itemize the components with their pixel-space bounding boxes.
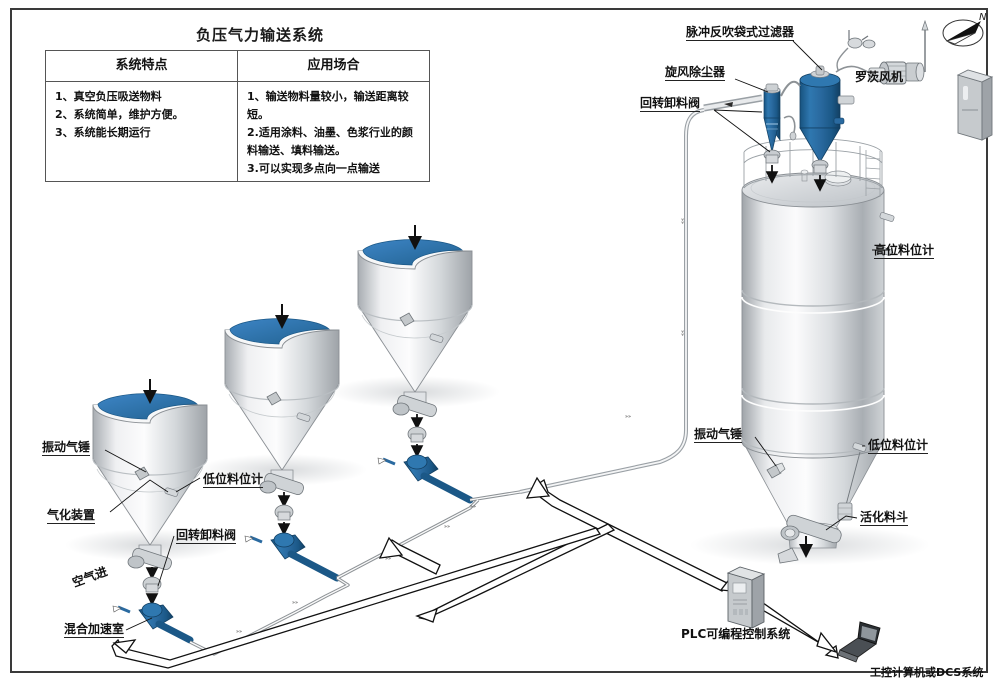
feed-hopper-3 <box>357 225 474 504</box>
hopper-2-valve-train <box>244 473 341 582</box>
label-plc-system: PLC可编程控制系统 <box>681 627 791 641</box>
spec-item: 1、输送物料量较小，输送距离较短。 <box>247 90 409 121</box>
main-silo <box>741 138 895 564</box>
spec-item: 3.可以实现多点向一点输送 <box>247 162 380 175</box>
spec-body-applications: 1、输送物料量较小，输送距离较短。 2.适用涂料、油墨、色浆行业的颜料输送、填料… <box>238 82 429 178</box>
svg-text:»»: »» <box>625 414 631 420</box>
pulse-jet-bag-filter <box>780 65 855 192</box>
spec-body-features: 1、真空负压吸送物料 2、系统简单，维护方便。 3、系统能长期运行 <box>46 82 237 142</box>
label-dcs-system: 工控计算机或DCS系统 <box>870 666 984 679</box>
rotary-valve-cyclone <box>763 149 781 184</box>
spec-item: 2.适用涂料、油墨、色浆行业的颜料输送、填料输送。 <box>247 126 413 157</box>
svg-text:»»: »» <box>470 504 476 510</box>
control-cabinet <box>956 69 994 141</box>
label-rotary-valve-hopper: 回转卸料阀 <box>176 528 237 544</box>
svg-text:»»: »» <box>679 330 685 336</box>
label-vibrating-hammer-hopper: 振动气锤 <box>42 440 91 456</box>
label-mixing-chamber: 混合加速室 <box>64 622 125 638</box>
label-high-level-gauge: 高位料位计 <box>874 243 935 259</box>
feed-hopper-1 <box>92 379 208 644</box>
label-low-level-gauge-silo: 低位料位计 <box>868 438 929 454</box>
svg-text:»»: »» <box>385 556 391 562</box>
label-cyclone-separator: 旋风除尘器 <box>665 65 726 81</box>
svg-text:»»: »» <box>444 524 450 530</box>
roots-blower <box>835 19 929 85</box>
label-low-level-gauge-hopper: 低位料位计 <box>203 472 264 488</box>
high-level-sensor <box>877 212 895 256</box>
spec-header-applications: 应用场合 <box>238 51 429 82</box>
page-title: 负压气力输送系统 <box>195 26 324 44</box>
laptop-dcs <box>837 621 881 663</box>
silo-discharge-valve <box>777 514 842 564</box>
label-roots-blower: 罗茨风机 <box>855 70 904 84</box>
svg-text:»»: »» <box>679 218 685 224</box>
hopper-3-valve-train <box>377 395 474 504</box>
silo-vibrating-hammer <box>766 462 786 479</box>
svg-text:»»: »» <box>236 629 242 635</box>
spec-table: 系统特点 1、真空负压吸送物料 2、系统简单，维护方便。 3、系统能长期运行 应… <box>45 50 430 182</box>
spec-item: 1、真空负压吸送物料 <box>55 90 162 103</box>
spec-header-features: 系统特点 <box>46 51 237 82</box>
spec-item: 3、系统能长期运行 <box>55 126 151 139</box>
plc-cabinet <box>726 566 766 629</box>
rotary-valve-filter <box>811 159 829 192</box>
spec-column-applications: 应用场合 1、输送物料量较小，输送距离较短。 2.适用涂料、油墨、色浆行业的颜料… <box>238 51 429 181</box>
svg-text:»»: »» <box>292 600 298 606</box>
label-fluidizing-device: 气化装置 <box>47 508 96 524</box>
control-signal-lines <box>111 478 839 669</box>
label-vibrating-hammer-silo: 振动气锤 <box>694 427 743 443</box>
spec-column-features: 系统特点 1、真空负压吸送物料 2、系统简单，维护方便。 3、系统能长期运行 <box>46 51 238 181</box>
spec-item: 2、系统简单，维护方便。 <box>55 108 184 121</box>
feed-hopper-2 <box>224 304 341 582</box>
label-activation-hopper: 活化料斗 <box>860 510 909 526</box>
vacuum-suction-pipe <box>519 108 705 494</box>
compass-rose-icon <box>942 19 984 47</box>
label-pulse-jet-filter: 脉冲反吹袋式过滤器 <box>686 25 795 41</box>
compass-north-label: N <box>979 12 987 23</box>
label-rotary-valve-top: 回转卸料阀 <box>640 96 701 112</box>
cyclone-separator <box>703 83 781 184</box>
hopper-1-valve-train <box>112 548 194 644</box>
